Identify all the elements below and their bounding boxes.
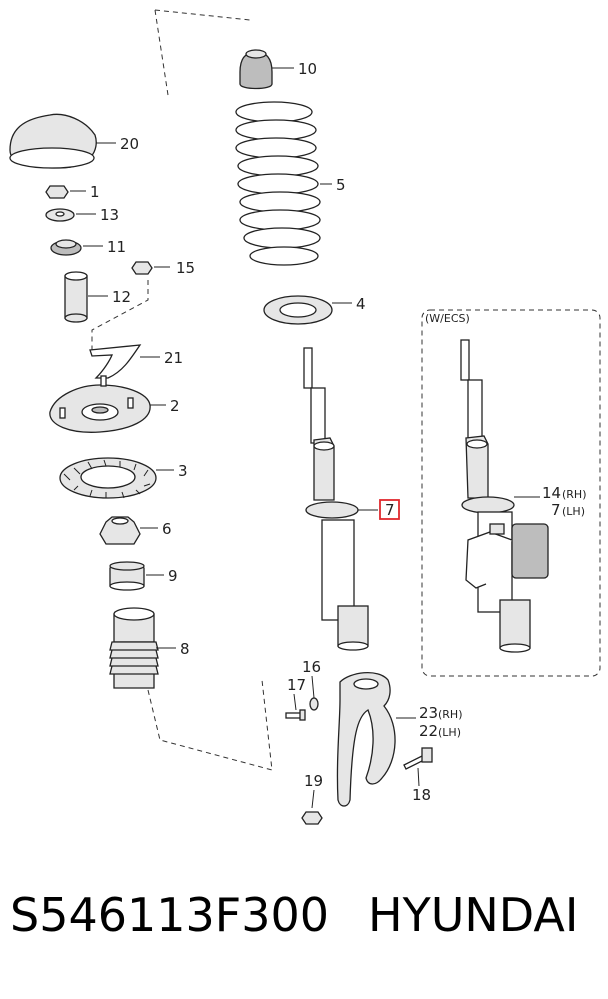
- side-tag-rh-23: (RH): [438, 708, 463, 721]
- ecs-box-title: (W/ECS): [425, 312, 470, 325]
- callout-20: 20: [120, 135, 139, 153]
- lower-dashed-guide: [147, 679, 273, 771]
- strut-assembly-part: [303, 347, 369, 651]
- pinch-bolt-part: [285, 709, 306, 721]
- callout-13: 13: [100, 206, 119, 224]
- callout-18: 18: [412, 786, 431, 804]
- callout-12: 12: [112, 288, 131, 306]
- nut-part: [45, 185, 69, 199]
- spring-pad-part: [263, 295, 333, 325]
- upper-dashed-guide: [154, 9, 251, 96]
- callout-17: 17: [287, 676, 306, 694]
- bushing-part: [50, 239, 82, 256]
- washer-part: [45, 208, 75, 222]
- spacer-sleeve-part: [64, 271, 88, 323]
- footer-caption: S546113F300 HYUNDAI: [0, 888, 608, 968]
- callout-23: 23: [419, 704, 438, 722]
- spring-seat-ring-part: [59, 457, 157, 499]
- callout-7: 7: [385, 501, 395, 519]
- side-tag-lh-22: (LH): [438, 726, 461, 739]
- callout-4: 4: [356, 295, 366, 313]
- callout-11: 11: [107, 238, 126, 256]
- coil-spring-part: [235, 101, 321, 266]
- callout-5: 5: [336, 176, 346, 194]
- highlight-box-7: [379, 499, 400, 520]
- ecs-strut-assembly-part: [460, 339, 549, 653]
- callout-10: 10: [298, 60, 317, 78]
- callout-19: 19: [304, 772, 323, 790]
- bump-stop-part: [99, 516, 141, 545]
- lower-washer-part: [309, 697, 319, 711]
- callout-15: 15: [176, 259, 195, 277]
- rubber-stopper-part: [109, 561, 145, 591]
- strut-dashed-guide: [91, 280, 149, 350]
- callout-9: 9: [168, 567, 178, 585]
- dust-boot-part: [109, 607, 159, 689]
- bracket-part: [89, 344, 142, 379]
- callout-7-ecs: 7: [551, 501, 561, 519]
- callout-2: 2: [170, 397, 180, 415]
- mounting-plate-part: [49, 375, 151, 433]
- callout-3: 3: [178, 462, 188, 480]
- fork-nut-part: [301, 811, 323, 825]
- flange-nut-part: [131, 261, 153, 275]
- fork-bolt-part: [403, 747, 433, 770]
- top-mount-part: [239, 49, 273, 90]
- side-tag-lh-7: (LH): [562, 505, 585, 518]
- exploded-parts-diagram: 20 1 13 11 12 15 21: [9, 9, 601, 825]
- callout-8: 8: [180, 640, 190, 658]
- callout-16: 16: [302, 658, 321, 676]
- callout-21: 21: [164, 349, 183, 367]
- callout-14: 14: [542, 484, 561, 502]
- side-tag-rh-14: (RH): [562, 488, 587, 501]
- callout-1: 1: [90, 183, 100, 201]
- strut-fork-part: [336, 672, 396, 807]
- ecs-variant-box: [421, 309, 601, 677]
- part-number: S546113F300: [10, 888, 330, 942]
- brand-name: HYUNDAI: [368, 888, 579, 942]
- callout-6: 6: [162, 520, 172, 538]
- callout-22: 22: [419, 722, 438, 740]
- top-cover-part: [9, 113, 97, 169]
